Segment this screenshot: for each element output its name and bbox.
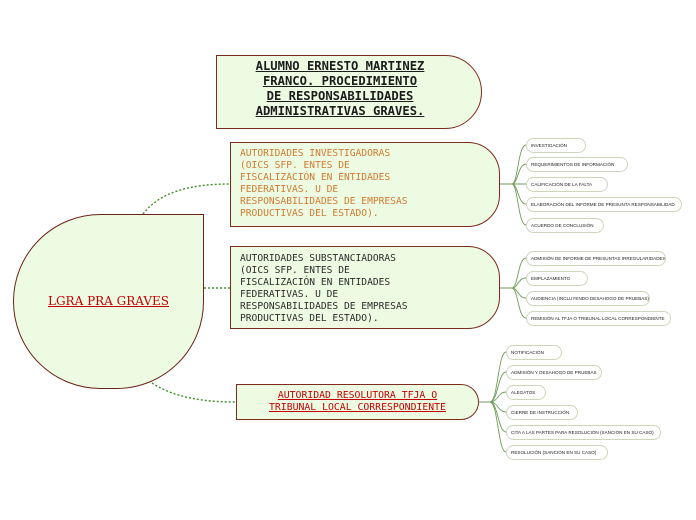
leaf-cita-partes[interactable]: CITA A LAS PARTES PARA RESOLUCIÓN (SANCI… <box>506 425 661 440</box>
leaf-audiencia[interactable]: AUDIENCIA (INCLUYENDO DESAHOGO DE PRUEBA… <box>526 291 650 306</box>
leaf-resolucion[interactable]: RESOLUCIÓN (SANCIÓN EN SU CASO) <box>506 445 608 460</box>
title-node[interactable]: ALUMNO ERNESTO MARTINEZ FRANCO. PROCEDIM… <box>216 55 482 129</box>
title-text: ALUMNO ERNESTO MARTINEZ FRANCO. PROCEDIM… <box>225 59 455 119</box>
leaf-admision-desahogo[interactable]: ADMISIÓN Y DESAHOGO DE PRUEBAS <box>506 365 602 380</box>
title-line: FRANCO. PROCEDIMIENTO <box>262 74 418 88</box>
title-line: ADMINISTRATIVAS GRAVES. <box>255 104 425 118</box>
leaf-cierre-instruccion[interactable]: CIERRE DE INSTRUCCIÓN <box>506 405 578 420</box>
leaf-elaboracion-informe[interactable]: ELABORACIÓN DEL INFORME DE PRESUNTA RESP… <box>526 197 682 212</box>
leaf-remision[interactable]: REMISIÓN AL TFJA O TRIBUNAL LOCAL CORRES… <box>526 311 671 326</box>
branch-resolutora-label: AUTORIDAD RESOLUTORA TFJA O TRIBUNAL LOC… <box>269 390 446 413</box>
leaf-calificacion[interactable]: CALIFICACIÓN DE LA FALTA <box>526 177 608 192</box>
branch-1-leaf-links <box>500 144 527 226</box>
root-to-branch-1-link <box>142 183 231 215</box>
leaf-emplazamiento[interactable]: EMPLAZAMIENTO <box>526 271 588 286</box>
central-topic-node[interactable]: LGRA PRA GRAVES <box>13 214 204 389</box>
leaf-admision-informe[interactable]: ADMISIÓN DE INFORME DE PRESUNTAS IRREGUL… <box>526 251 666 266</box>
branch-resolutora[interactable]: AUTORIDAD RESOLUTORA TFJA O TRIBUNAL LOC… <box>236 384 479 420</box>
leaf-investigacion[interactable]: INVESTIGACIÓN <box>526 138 586 153</box>
leaf-requerimientos[interactable]: REQUERIMIENTOS DE INFORMACIÓN <box>526 157 628 172</box>
branch-substanciadoras[interactable]: AUTORIDADES SUBSTANCIADORAS (OICS SFP. E… <box>230 246 500 329</box>
leaf-notificacion[interactable]: NOTIFICACIÓN <box>506 345 562 360</box>
title-line: DE RESPONSABILIDADES <box>266 89 414 103</box>
central-topic-label: LGRA PRA GRAVES <box>48 294 169 308</box>
branch-investigadoras-label: AUTORIDADES INVESTIGADORAS (OICS SFP. EN… <box>240 148 408 219</box>
leaf-acuerdo-conclusion[interactable]: ACUERDO DE CONCLUSIÓN <box>526 218 604 233</box>
leaf-alegatos[interactable]: ALEGATOS <box>506 385 546 400</box>
branch-3-leaf-links <box>479 351 507 453</box>
root-to-branch-3-link <box>151 382 237 403</box>
branch-2-leaf-links <box>500 257 527 319</box>
title-line: ALUMNO ERNESTO MARTINEZ <box>255 59 425 73</box>
branch-investigadoras[interactable]: AUTORIDADES INVESTIGADORAS (OICS SFP. EN… <box>230 142 500 227</box>
branch-substanciadoras-label: AUTORIDADES SUBSTANCIADORAS (OICS SFP. E… <box>240 253 408 324</box>
